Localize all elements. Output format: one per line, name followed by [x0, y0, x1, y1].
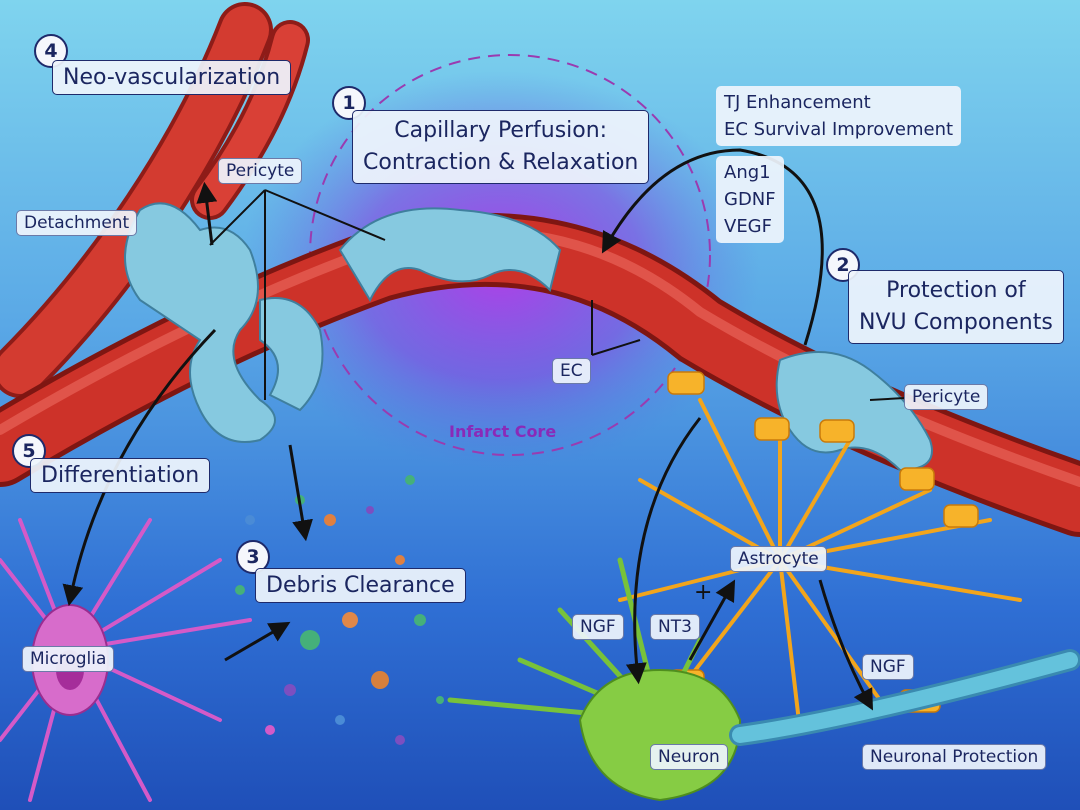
protection-line1: Protection of [886, 278, 1026, 303]
ec-label: EC [552, 358, 591, 384]
vegf-text: VEGF [724, 216, 772, 237]
infarct-core-label: Infarct Core [449, 422, 557, 441]
pericyte-left [124, 202, 276, 443]
protection-label: Protection of NVU Components [848, 270, 1064, 344]
neuronal-protection-label: Neuronal Protection [862, 744, 1047, 770]
astrocyte-label: Astrocyte [730, 546, 827, 572]
step-5-number: 5 [12, 434, 46, 468]
debris-clearance-label: Debris Clearance [255, 568, 466, 603]
pericyte-right [775, 351, 933, 472]
plus-sign: + [694, 580, 713, 605]
microglia-label: Microglia [22, 646, 115, 672]
step-3-number: 3 [236, 540, 270, 574]
protection-line2: NVU Components [859, 310, 1053, 335]
tj-enhancement-text: TJ Enhancement [724, 92, 871, 113]
capillary-perfusion-line1: Capillary Perfusion: [394, 118, 608, 143]
arrows [62, 148, 874, 711]
ec-survival-text: EC Survival Improvement [724, 119, 954, 140]
ngf-right-label: NGF [862, 654, 914, 680]
neuron-label: Neuron [650, 744, 728, 770]
ngf-left-label: NGF [572, 614, 624, 640]
ang1-text: Ang1 [724, 162, 771, 183]
pointer-lines [209, 189, 906, 401]
capillary-perfusion-label: Capillary Perfusion: Contraction & Relax… [352, 110, 650, 184]
factor-box-growth: Ang1 GDNF VEGF [716, 156, 784, 243]
capillary-perfusion-line2: Contraction & Relaxation [363, 150, 639, 175]
debris-particles [235, 475, 444, 745]
differentiation-label: Differentiation [30, 458, 211, 493]
neovascularization-label: Neo-vascularization [52, 60, 292, 95]
pericyte-top [338, 207, 562, 303]
factor-box-top: TJ Enhancement EC Survival Improvement [716, 86, 962, 146]
pericyte-left-label: Pericyte [218, 158, 303, 184]
detachment-label: Detachment [16, 210, 138, 236]
nt3-label: NT3 [650, 614, 700, 640]
gdnf-text: GDNF [724, 189, 776, 210]
pericyte-right-label: Pericyte [904, 384, 989, 410]
